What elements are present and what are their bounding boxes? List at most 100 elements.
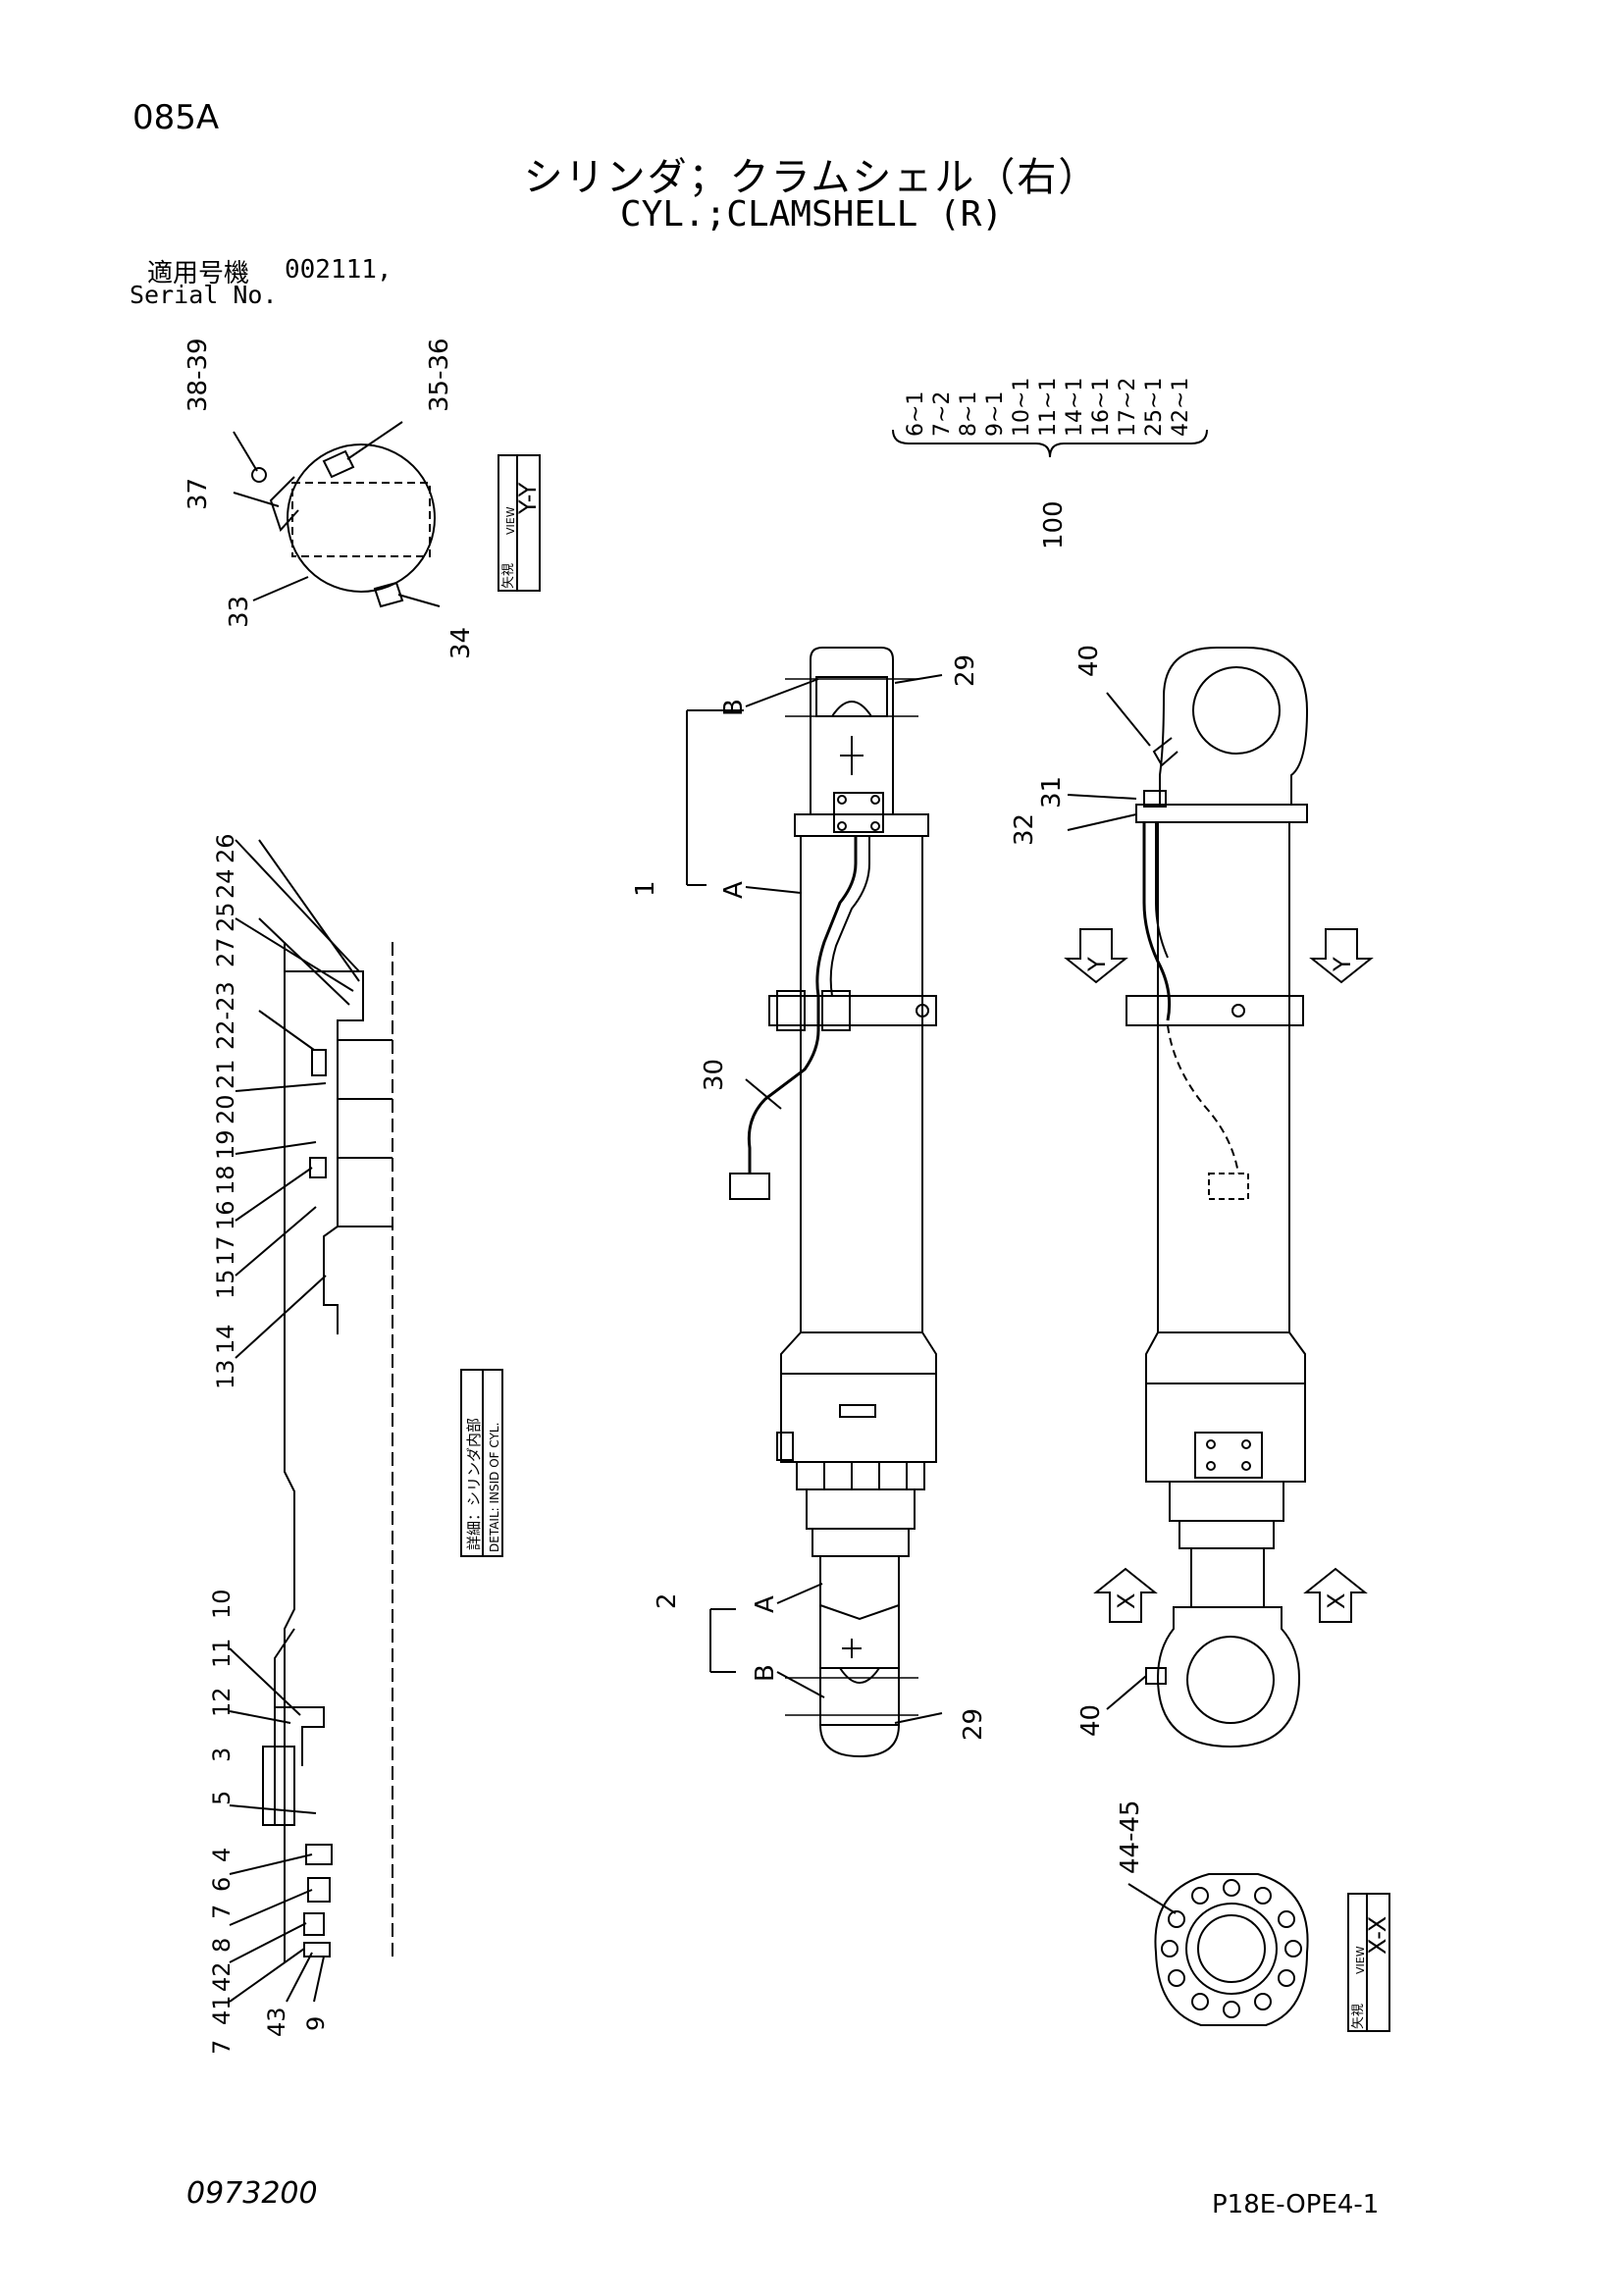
leader <box>235 1167 313 1222</box>
side-top-eye-bore <box>1192 666 1281 755</box>
xx-bore-inner <box>1197 1914 1266 1983</box>
side-clamp-band <box>1126 995 1304 1026</box>
callout-33: 33 <box>225 596 254 628</box>
bolt-icon <box>1191 1887 1209 1905</box>
leader <box>1106 692 1151 747</box>
main-port-block <box>833 792 884 833</box>
side-rod-collar <box>1169 1481 1284 1522</box>
page-code: 085A <box>132 98 220 137</box>
side-grease-fitting <box>1152 737 1178 767</box>
bolt-icon <box>1168 1969 1185 1987</box>
bolt-icon <box>1254 1993 1272 2010</box>
main-grease-fitting <box>842 1639 862 1658</box>
callout-2-bracket <box>709 1608 736 1673</box>
section-callout: 20 <box>212 1094 239 1124</box>
leader <box>1106 1675 1147 1710</box>
main-clamp-block <box>821 990 851 1031</box>
section-callout: 6 <box>208 1877 236 1892</box>
bolt-icon <box>1278 1969 1295 1987</box>
section-callout: 43 <box>263 2007 290 2037</box>
leader <box>745 1078 782 1110</box>
main-rod-end <box>819 1556 900 1669</box>
section-callout: 3 <box>208 1748 236 1762</box>
section-callout: 15 <box>212 1269 239 1299</box>
section-callout: 8 <box>208 1938 236 1953</box>
main-gland-tab <box>776 1432 794 1461</box>
leader <box>229 1922 307 1963</box>
side-gland <box>1145 1331 1306 1483</box>
side-hose-fitting-hidden <box>1208 1173 1249 1200</box>
callout-A-bottom: A <box>751 1595 780 1613</box>
side-bottom-eye <box>1156 1606 1301 1748</box>
side-arrow-x-left <box>1093 1567 1158 1623</box>
main-clamp-band <box>768 995 937 1026</box>
section-callout: 12 <box>208 1687 236 1717</box>
title-english: CYL.;CLAMSHELL (R) <box>619 194 1004 235</box>
side-top-eye <box>1159 647 1309 806</box>
main-cylinder-tube <box>800 835 923 1333</box>
kit-item: 14~1 <box>1063 378 1087 437</box>
callout-35-36: 35-36 <box>425 338 454 412</box>
bolt-icon <box>837 795 847 805</box>
main-top-bushing-arc <box>831 701 872 717</box>
leader <box>235 1141 317 1155</box>
section-seal <box>311 1049 327 1076</box>
section-callout: 25 <box>212 902 239 932</box>
main-grease-fitting <box>840 736 864 775</box>
callout-38-39: 38-39 <box>183 338 213 412</box>
kit-item: 10~1 <box>1010 378 1034 437</box>
bolt-icon <box>1206 1439 1216 1449</box>
section-seal <box>307 1877 331 1903</box>
bolt-icon <box>1254 1887 1272 1905</box>
main-gland <box>780 1331 937 1463</box>
callout-B-top: B <box>719 699 749 716</box>
bolt-icon <box>1231 1004 1245 1018</box>
leader <box>252 576 309 601</box>
side-rod <box>1190 1547 1265 1608</box>
section-callout: 16 <box>212 1200 239 1230</box>
section-seal <box>303 1912 325 1936</box>
callout-29-top: 29 <box>951 654 980 687</box>
section-callout: 26 <box>212 833 239 863</box>
section-body <box>274 1266 339 1825</box>
kit-item: 9~1 <box>983 391 1008 437</box>
section-callout: 9 <box>302 2016 330 2031</box>
main-nameplate <box>839 1404 876 1418</box>
section-piston-lines <box>338 1039 393 1227</box>
callout-A-top: A <box>719 881 749 899</box>
leader <box>1127 1883 1177 1914</box>
leader <box>1067 813 1137 831</box>
kit-item: 8~1 <box>957 391 981 437</box>
detail-box-jp: 詳細：シリンダ内部 <box>465 1418 483 1550</box>
side-arrow-x-left-label: X <box>1113 1593 1140 1609</box>
yy-hose-clip <box>269 476 299 532</box>
leader <box>233 431 258 472</box>
leader <box>1067 794 1137 800</box>
yy-clamp-top <box>322 449 355 479</box>
side-hose-edge <box>1155 822 1169 959</box>
section-callout: 18 <box>212 1165 239 1195</box>
leader <box>346 421 403 460</box>
main-clamp-block <box>776 990 806 1031</box>
section-callout: 21 <box>212 1059 239 1089</box>
document-number: 0973200 <box>186 2176 318 2211</box>
kit-brace <box>892 429 1208 458</box>
view-yy-box-en: VIEW <box>504 506 517 535</box>
bolt-icon <box>1241 1461 1251 1471</box>
xx-bolt-circle <box>1161 1879 1302 2018</box>
section-callout: 19 <box>212 1129 239 1160</box>
bolt-icon <box>1223 2001 1240 2018</box>
bolt-icon <box>1223 1879 1240 1897</box>
kit-item: 7~2 <box>930 391 955 437</box>
side-arrow-y-right-label: Y <box>1329 957 1356 972</box>
leader <box>229 1948 305 2003</box>
side-arrow-y-left-label: Y <box>1083 957 1111 972</box>
bolt-icon <box>1191 1993 1209 2010</box>
section-callout: 17 <box>212 1235 239 1266</box>
view-xx-box-jp: 矢視 <box>1351 2004 1366 2029</box>
main-view-group: B 29 1 A 30 2 A B 29 <box>631 647 988 1758</box>
callout-1-bracket <box>686 709 744 886</box>
side-cylinder-tube <box>1157 821 1290 1333</box>
bolt-icon <box>1168 1910 1185 1928</box>
leader <box>745 678 819 707</box>
